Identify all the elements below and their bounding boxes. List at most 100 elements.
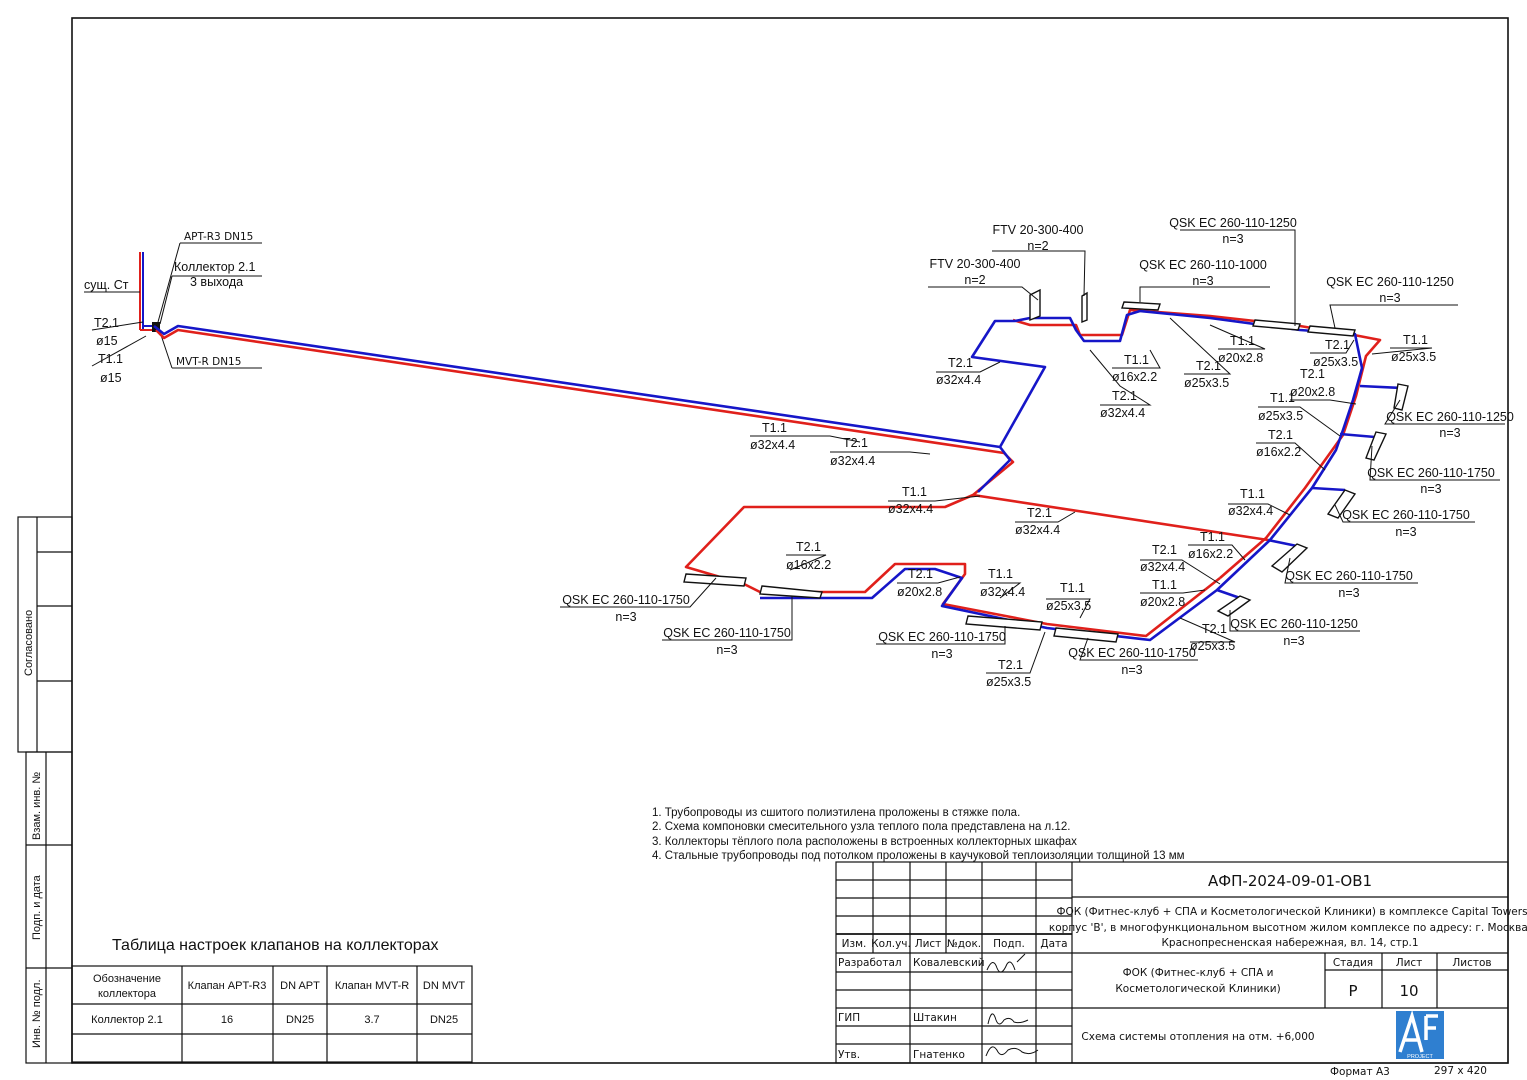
radiator-count: n=3: [615, 610, 636, 624]
company-logo: PROJECT: [1396, 1010, 1444, 1060]
pipe-label-diameter: ø16x2.2: [1188, 547, 1233, 561]
pipe-label-diameter: ø25x3.5: [1184, 376, 1229, 390]
col-header: Изм.: [842, 938, 867, 950]
table-cell: DN25: [286, 1014, 314, 1026]
inv-label: Инв. № подл.: [31, 979, 43, 1048]
table-cell: 16: [221, 1014, 233, 1026]
valve-bottom-label: MVT-R DN15: [176, 356, 241, 368]
pipe-label-name: T1.1: [1240, 487, 1265, 501]
pipe-label-name: T2.1: [1300, 367, 1325, 381]
table-header: Клапан MVT-R: [335, 980, 409, 992]
radiator-model: QSK EC 260-110-1250: [1169, 216, 1297, 230]
radiator-count: n=3: [1395, 525, 1416, 539]
table-header: DN MVT: [423, 980, 465, 992]
col-header: Кол.уч.: [871, 938, 911, 950]
sheets-label: Листов: [1452, 957, 1491, 969]
pipe-label-diameter: ø32x4.4: [888, 502, 933, 516]
riser-t1-diameter: ø15: [100, 371, 122, 385]
pipe-label-diameter: ø32x4.4: [936, 373, 981, 387]
table-header: Обозначение: [93, 973, 161, 985]
pipe-label-diameter: ø20x2.8: [897, 585, 942, 599]
radiator-count: n=3: [1222, 232, 1243, 246]
collector-label: Коллектор 2.1: [174, 260, 255, 274]
sheet-value: 10: [1399, 982, 1418, 1000]
riser-pipe-label: сущ. Ст: [84, 278, 129, 292]
table-header: DN APT: [280, 980, 320, 992]
valve-table-grid: [71, 965, 473, 1063]
riser-t2-label: T2.1: [94, 316, 119, 330]
podp-label: Подп. и дата: [31, 874, 43, 940]
radiator-model: QSK EC 260-110-1750: [878, 630, 1006, 644]
radiator-count: n=3: [1283, 634, 1304, 648]
radiator-count: n=3: [1379, 291, 1400, 305]
note-line: 3. Коллекторы тёплого пола расположены в…: [652, 835, 1077, 848]
role-label: Разработал: [838, 957, 902, 969]
pipe-label-name: T2.1: [1027, 506, 1052, 520]
pipe-label-name: T2.1: [908, 567, 933, 581]
pipe-label-name: T2.1: [1112, 389, 1137, 403]
radiator-count: n=3: [931, 647, 952, 661]
pipe-label-name: T2.1: [1268, 428, 1293, 442]
pipe-label-diameter: ø16x2.2: [786, 558, 831, 572]
signature-2: [987, 1013, 1029, 1025]
project-line-3: Краснопресненская набережная, вл. 14, ст…: [1161, 937, 1418, 949]
riser-node: [84, 242, 262, 369]
pipe-label-name: T2.1: [1202, 622, 1227, 636]
project-line-2: корпус 'В', в многофункциональном высотн…: [1049, 922, 1527, 934]
pipe-label-name: T1.1: [988, 567, 1013, 581]
pipe-label-diameter: ø32x4.4: [1140, 560, 1185, 574]
stage-label: Стадия: [1333, 957, 1373, 969]
role-name: Гнатенко: [913, 1049, 965, 1061]
project-line-1: ФОК (Фитнес-клуб + СПА и Косметологическ…: [1056, 906, 1527, 918]
signature-3: [985, 1046, 1039, 1057]
pipe-label-name: T2.1: [796, 540, 821, 554]
radiator-symbols: [683, 288, 1409, 643]
drawing-name: Схема системы отопления на отм. +6,000: [1081, 1031, 1314, 1043]
pipe-label-diameter: ø25x3.5: [1391, 350, 1436, 364]
role-name: Ковалевский: [913, 957, 985, 969]
pipe-label-diameter: ø16x2.2: [1112, 370, 1157, 384]
pipe-label-diameter: ø32x4.4: [1015, 523, 1060, 537]
note-line: 1. Трубопроводы из сшитого полиэтилена п…: [652, 807, 1021, 819]
radiator-count: n=2: [964, 273, 985, 287]
pipe-label-name: T2.1: [1196, 359, 1221, 373]
stage-value: Р: [1348, 982, 1357, 1000]
pipe-label-diameter: ø32x4.4: [1100, 406, 1145, 420]
pipe-labels: T1.1 ø32x4.4 T2.1 ø32x4.4 T2.1 ø32x4.4 T…: [750, 333, 1436, 689]
agreed-label: Согласовано: [23, 610, 35, 676]
table-header: коллектора: [98, 988, 157, 1000]
pipe-label-name: T1.1: [1200, 530, 1225, 544]
pipe-label-diameter: ø32x4.4: [750, 438, 795, 452]
return-pipeline: [153, 309, 1403, 642]
col-header: Дата: [1040, 938, 1067, 950]
table-cell: DN25: [430, 1014, 458, 1026]
pipe-label-name: T2.1: [1325, 338, 1350, 352]
col-header: №док.: [947, 938, 981, 950]
format-label: Формат А3: [1330, 1066, 1390, 1078]
left-strip: [17, 516, 73, 1064]
pipe-label-name: T1.1: [902, 485, 927, 499]
signature-1: [986, 953, 1026, 973]
object-line-1: ФОК (Фитнес-клуб + СПА и: [1123, 967, 1274, 979]
drawing-code: АФП-2024-09-01-ОВ1: [1208, 872, 1372, 890]
table-header: Клапан APT-R3: [188, 980, 267, 992]
pipe-label-name: T1.1: [1403, 333, 1428, 347]
radiator-model: QSK EC 260-110-1750: [1068, 646, 1196, 660]
leader-lines: [560, 229, 1505, 661]
radiator-model: QSK EC 260-110-1250: [1326, 275, 1454, 289]
role-label: ГИП: [838, 1012, 860, 1024]
radiator-count: n=2: [1027, 239, 1048, 253]
note-line: 2. Схема компоновки смесительного узла т…: [652, 821, 1071, 834]
radiator-model: QSK EC 260-110-1250: [1386, 410, 1514, 424]
pipe-label-diameter: ø16x2.2: [1256, 445, 1301, 459]
radiator-model: QSK EC 260-110-1750: [1367, 466, 1495, 480]
pipe-label-diameter: ø32x4.4: [980, 585, 1025, 599]
title-block: АФП-2024-09-01-ОВ1 ФОК (Фитнес-клуб + СП…: [838, 872, 1527, 1078]
riser-t2-diameter: ø15: [96, 334, 118, 348]
radiator-model: FTV 20-300-400: [992, 223, 1083, 237]
pipe-label-diameter: ø20x2.8: [1140, 595, 1185, 609]
col-header: Лист: [915, 938, 942, 950]
title-block-grid: [835, 861, 1509, 1064]
radiator-model: QSK EC 260-110-1250: [1230, 617, 1358, 631]
